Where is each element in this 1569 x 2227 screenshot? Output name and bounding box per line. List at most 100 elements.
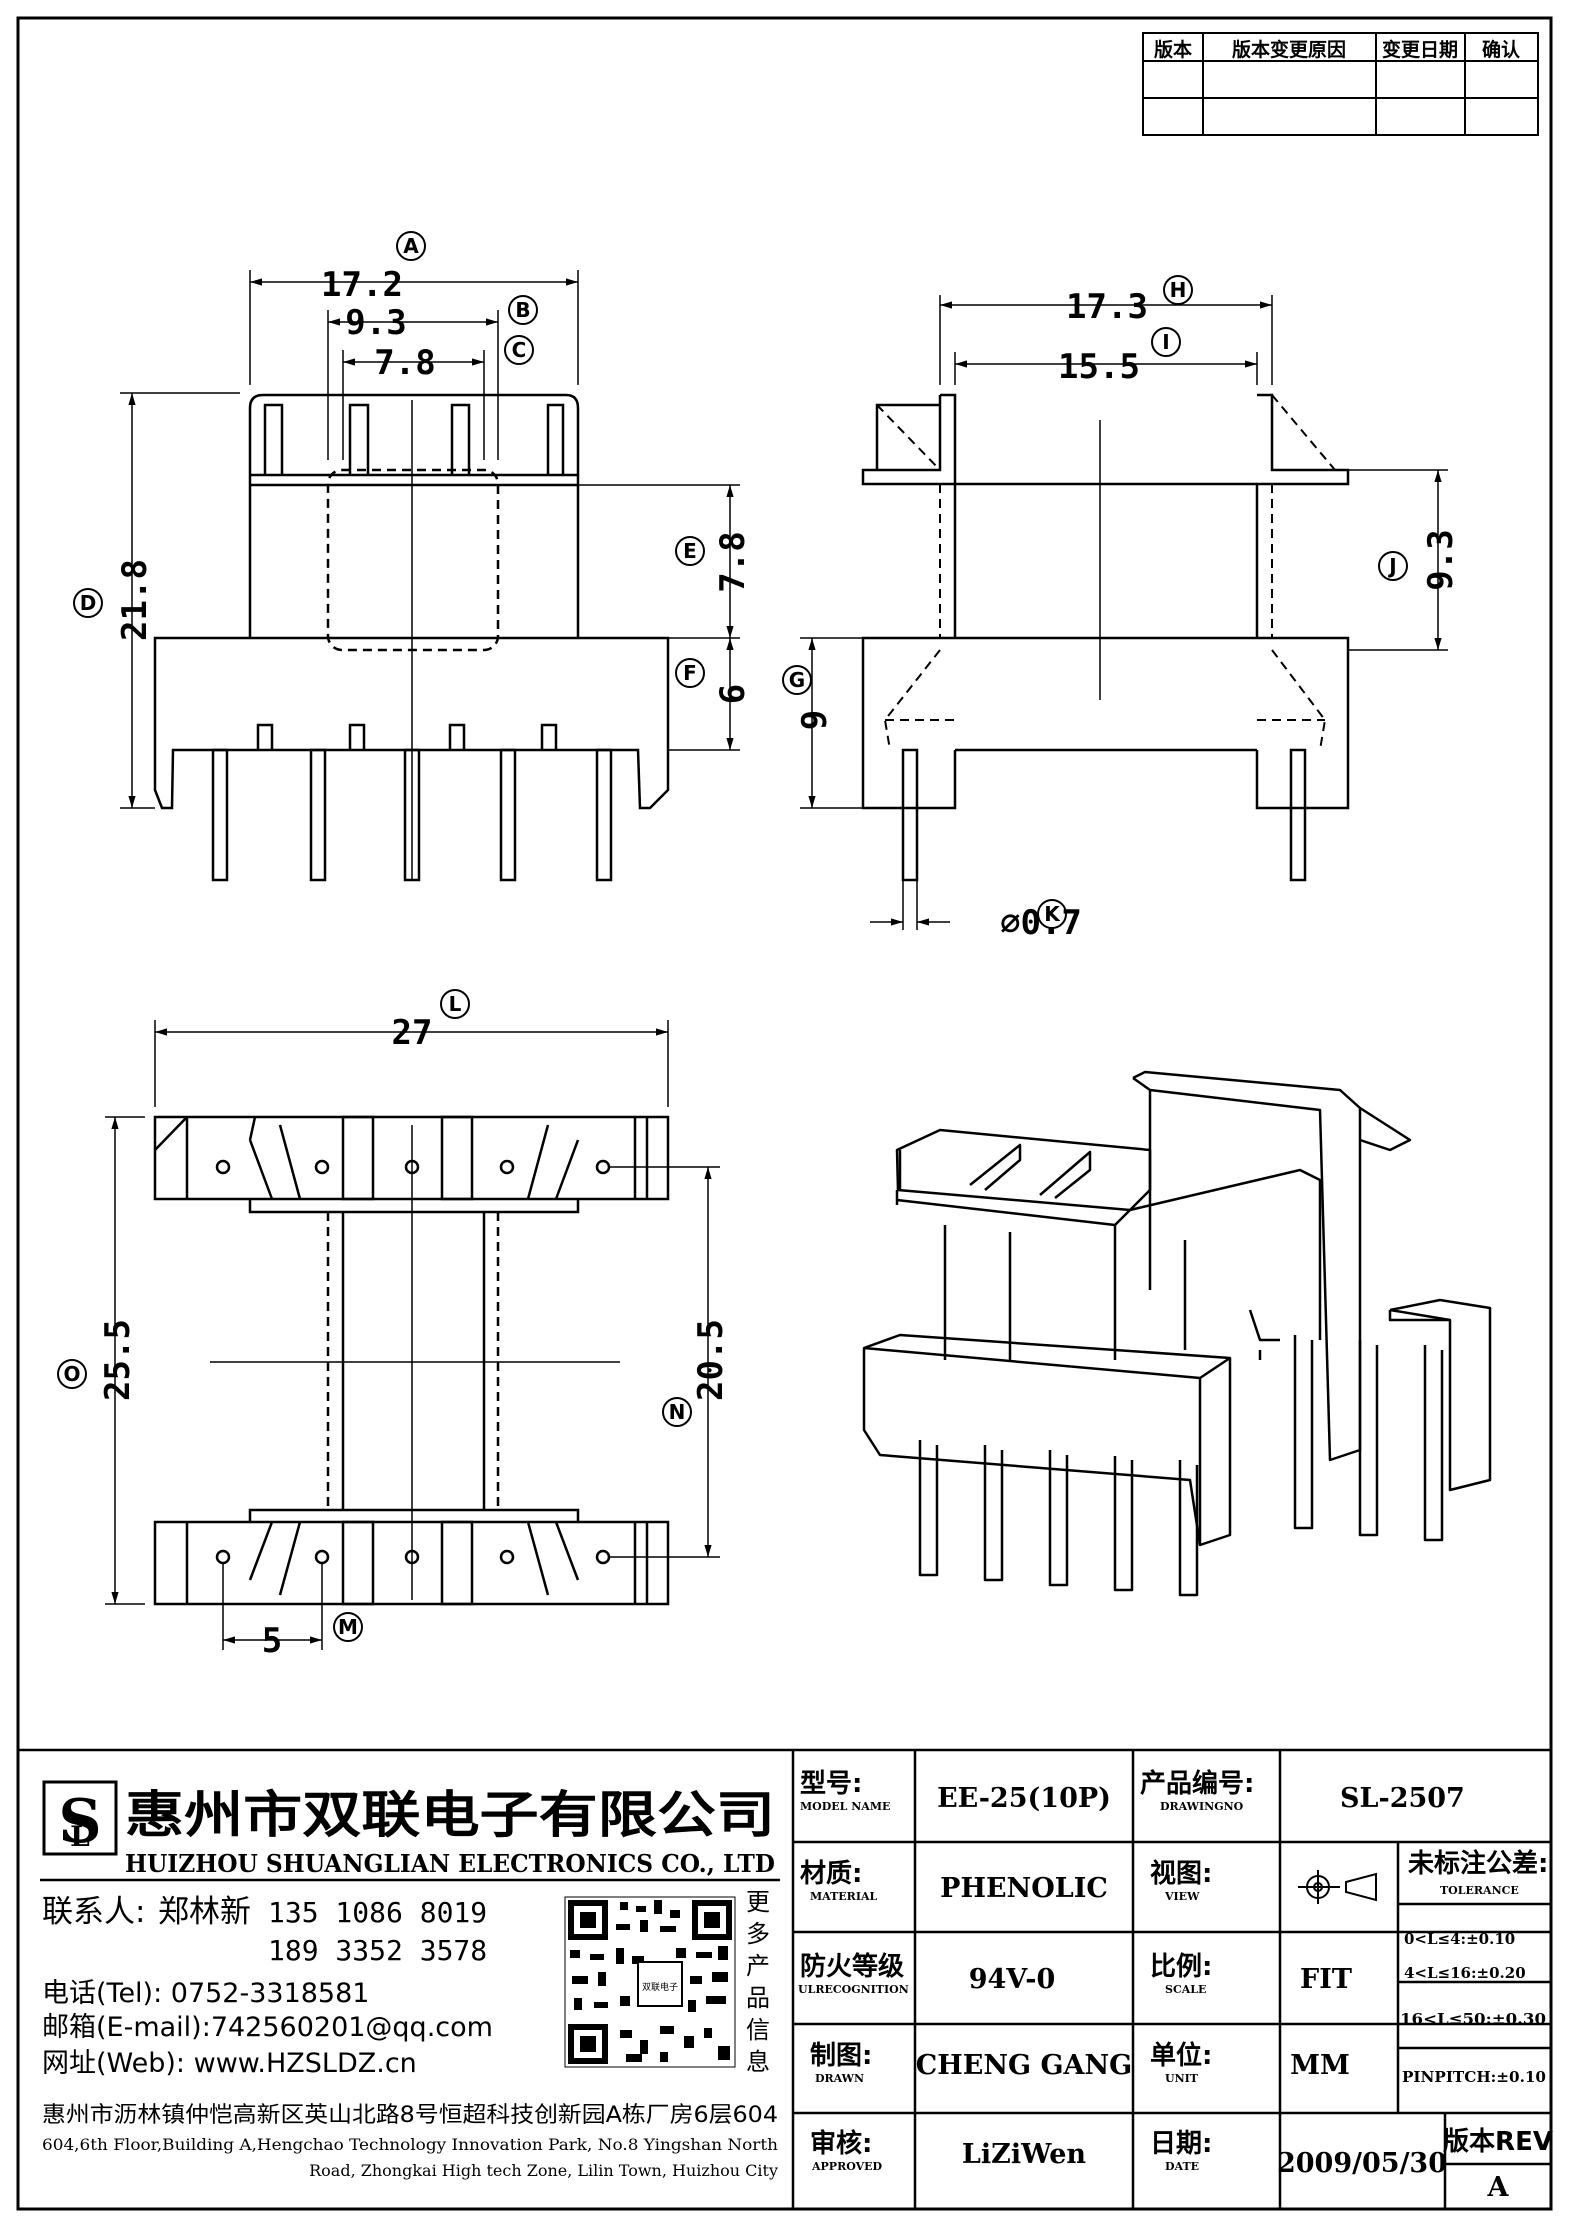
isometric-view [862,1070,1492,1597]
dim-H-value: 17.3 [1066,287,1148,327]
dim-L-value: 27 [392,1013,433,1053]
tolerance-2: 4<L≤16:±0.20 [1404,1964,1526,1982]
contact-web: 网址(Web): www.HZSLDZ.cn [42,2048,417,2079]
company-logo: S L [42,1780,118,1857]
contact-tel: 电话(Tel): 0752-3318581 [42,1978,369,2009]
contact-phone2: 189 3352 3578 [268,1934,487,1967]
dim-D-label: D [80,591,97,615]
tolerance-1: 0<L≤4:±0.10 [1404,1930,1515,1948]
dim-M-marker [333,1612,363,1642]
contact-email: 邮箱(E-mail):742560201@qq.com [42,2012,493,2043]
model-sub: MODEL NAME [800,1800,890,1813]
dim-B-value: 9.3 [345,303,406,343]
approved-label: 审核: [810,2128,872,2159]
rev-label: 版本REV [1442,2127,1553,2157]
approved-value: LiZiWen [962,2139,1087,2170]
ul-value: 94V-0 [969,1964,1056,1995]
dim-G-marker [782,665,812,695]
front-view-dims [120,270,740,809]
contact-label: 联系人: [42,1894,145,1930]
dim-M-label: M [338,1615,358,1639]
dim-M-value: 5 [262,1621,282,1661]
dim-G-label: G [789,668,805,692]
ul-label: 防火等级 [800,1951,904,1982]
dim-J-label: J [1387,554,1396,578]
dim-O-marker [57,1359,87,1389]
dim-O-value: 25.5 [98,1319,138,1401]
contact-phone1: 135 1086 8019 [268,1896,487,1929]
rev-header-reason: 版本变更原因 [1232,38,1346,61]
dim-J-value: 9.3 [1421,529,1461,590]
svg-text:更: 更 [746,1888,770,1916]
drawn-sub: DRAWN [815,2072,864,2085]
svg-text:息: 息 [746,2048,770,2076]
drawing-sub: DRAWINGNO [1160,1800,1244,1813]
material-label: 材质: [800,1859,862,1889]
view-label: 视图: [1150,1859,1212,1889]
dim-D-value: 21.8 [115,559,155,641]
dim-C-value: 7.8 [374,343,435,383]
dim-E-value: 7.8 [713,531,753,592]
dim-I-label: I [1162,330,1169,354]
material-value: PHENOLIC [940,1873,1108,1904]
company-name-en: HUIZHOU SHUANGLIAN ELECTRONICS CO., LTD [125,1849,775,1878]
tolerance-3: 16<L≤50:±0.30 [1400,2010,1546,2028]
svg-text:品: 品 [746,1984,770,2012]
scale-sub: SCALE [1165,1983,1206,1996]
qr-code: 双联电子 [564,1896,736,2068]
dim-D-marker [73,588,103,618]
dim-K-label: K [1044,902,1061,926]
qr-caption: 更 多 产 品 信 息 [746,1888,770,2076]
dim-N-marker [662,1397,692,1427]
tolerance-label: 未标注公差: [1408,1848,1548,1879]
rev-header-confirm: 确认 [1482,38,1520,61]
drawing-value: SL-2507 [1340,1783,1465,1814]
dim-C-marker [504,335,534,365]
dim-B-label: B [515,298,530,322]
dim-E-label: E [683,539,697,563]
address-en-2: Road, Zhongkai High tech Zone, Lilin Tow… [309,2161,778,2180]
svg-text:双联电子: 双联电子 [642,1981,678,1993]
rev-header-version: 版本 [1154,38,1192,61]
svg-text:L: L [70,1820,90,1853]
scale-label: 比例: [1150,1952,1212,1982]
dim-A-value: 17.2 [321,265,403,305]
model-label: 型号: [800,1769,862,1799]
model-value: EE-25(10P) [937,1783,1111,1814]
dim-G-value: 9 [795,710,835,730]
side-view-dims [800,295,1448,930]
rev-value: A [1487,2172,1510,2203]
revision-table [1142,32,1539,136]
dim-L-label: L [449,992,462,1016]
svg-text:多: 多 [746,1920,770,1948]
side-view [861,393,1350,882]
dim-L-marker [440,989,470,1019]
drawn-label: 制图: [810,2041,872,2071]
dim-I-value: 15.5 [1058,347,1140,387]
dim-C-label: C [512,338,527,362]
tolerance-4: PINPITCH:±0.10 [1402,2068,1546,2086]
dim-H-marker [1163,275,1193,305]
address-en-1: 604,6th Floor,Building A,Hengchao Techno… [42,2135,778,2154]
unit-sub: UNIT [1165,2072,1199,2085]
drawn-value: CHENG GANG [916,2050,1132,2081]
title-block-frame [18,1748,1551,2209]
approved-sub: APPROVED [811,2160,883,2173]
ul-sub: ULRECOGNITION [798,1983,909,1996]
dim-H-label: H [1170,278,1187,302]
company-name-cn: 惠州市双联电子有限公司 [125,1785,775,1844]
bottom-view [153,1115,670,1606]
bottom-view-dims [105,1020,720,1650]
front-view [153,393,670,882]
date-sub: DATE [1165,2160,1199,2173]
date-label: 日期: [1150,2129,1212,2159]
dim-K-marker [1037,899,1067,929]
projection-symbol-icon [1298,1870,1377,1904]
date-value: 2009/05/30 [1277,2148,1447,2179]
svg-text:产: 产 [746,1952,770,1980]
dim-N-value: 20.5 [691,1319,731,1401]
rev-header-date: 变更日期 [1382,38,1458,61]
dim-O-label: O [63,1362,80,1386]
dim-F-label: F [683,661,697,685]
